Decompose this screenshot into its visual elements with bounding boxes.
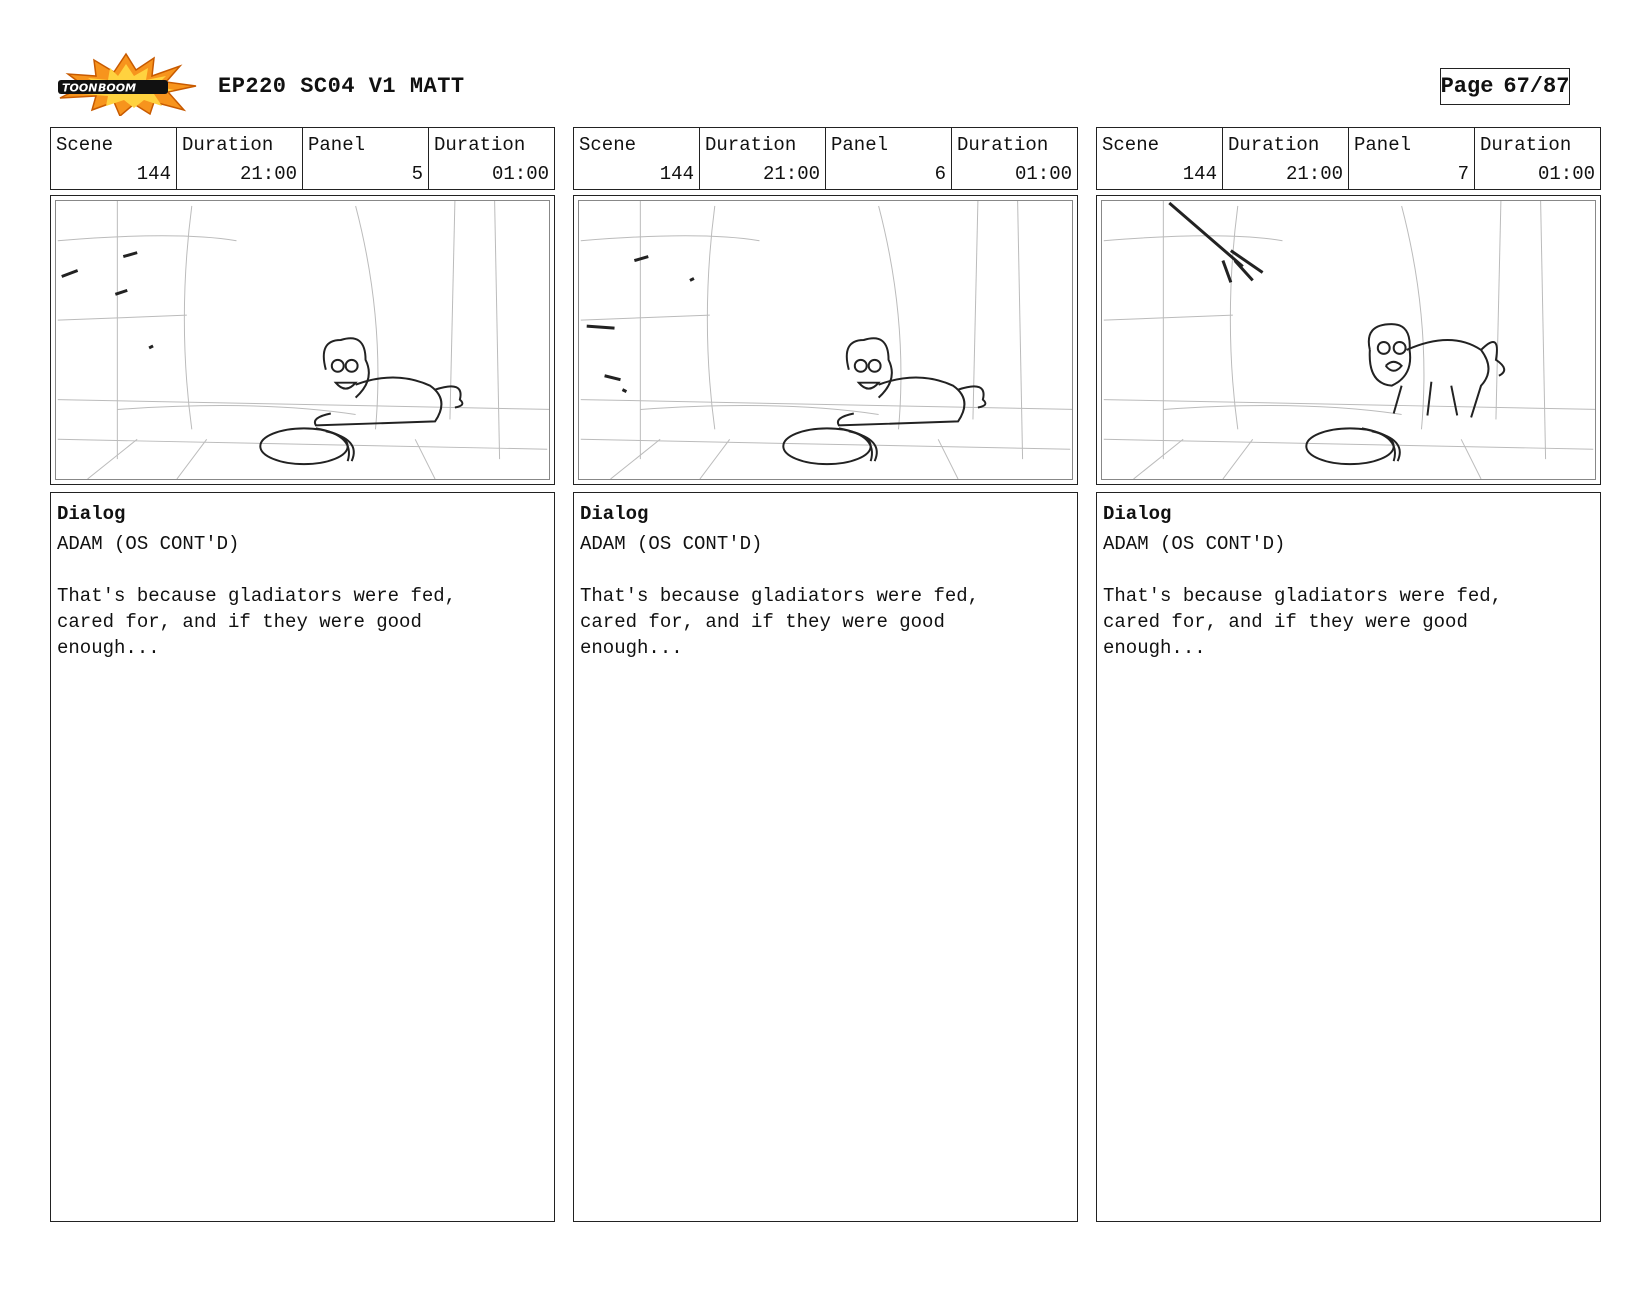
panel-drawing-frame — [50, 195, 555, 485]
page-value: 67/87 — [1503, 74, 1570, 99]
dialog-box: Dialog ADAM (OS CONT'D) That's because g… — [1096, 492, 1601, 1222]
character-name: ADAM (OS CONT'D) — [580, 533, 763, 555]
scene-cell: Scene 144 — [1097, 128, 1223, 189]
scene-label: Scene — [1102, 134, 1160, 156]
dialog-box: Dialog ADAM (OS CONT'D) That's because g… — [573, 492, 1078, 1222]
dialog-line: That's because gladiators were fed, — [580, 585, 980, 607]
scene-duration: 21:00 — [239, 163, 297, 185]
dialog-line: enough... — [1103, 637, 1206, 659]
panel-info-bar: Scene 144 Duration 21:00 Panel 7 Duration 01… — [1096, 127, 1601, 190]
duration-label: Duration — [1480, 134, 1572, 156]
duration-label: Duration — [705, 134, 797, 156]
character-name: ADAM (OS CONT'D) — [1103, 533, 1286, 555]
toonboom-logo: TOON BOOM — [58, 52, 197, 116]
scene-duration-cell: Duration 21:00 — [177, 128, 303, 189]
dialog-header: Dialog — [57, 503, 126, 525]
dialog-line: cared for, and if they were good — [57, 611, 422, 633]
panel-duration: 01:00 — [1537, 163, 1595, 185]
panel-label: Panel — [308, 134, 366, 156]
lion-sketch-drawing — [55, 200, 550, 480]
scene-cell: Scene 144 — [574, 128, 700, 189]
lion-trident-sketch-drawing — [1101, 200, 1596, 480]
panel-cell: Panel 5 — [303, 128, 429, 189]
duration-label: Duration — [434, 134, 526, 156]
dialog-line: cared for, and if they were good — [1103, 611, 1468, 633]
panel-label: Panel — [831, 134, 889, 156]
panel-number: 5 — [411, 163, 423, 185]
scene-cell: Scene 144 — [51, 128, 177, 189]
panel-cell: Panel 6 — [826, 128, 952, 189]
svg-text:BOOM: BOOM — [98, 82, 136, 95]
duration-label: Duration — [182, 134, 274, 156]
scene-number: 144 — [136, 163, 171, 185]
panel-number: 7 — [1457, 163, 1469, 185]
panel-drawing-frame — [573, 195, 1078, 485]
scene-duration-cell: Duration 21:00 — [1223, 128, 1349, 189]
scene-label: Scene — [579, 134, 637, 156]
lion-sketch-drawing — [578, 200, 1073, 480]
storyboard-panel-3: Scene 144 Duration 21:00 Panel 7 Duration 01… — [1096, 127, 1601, 1222]
panel-duration-cell: Duration 01:00 — [952, 128, 1077, 189]
dialog-line: That's because gladiators were fed, — [57, 585, 457, 607]
panel-duration: 01:00 — [491, 163, 549, 185]
dialog-header: Dialog — [580, 503, 649, 525]
scene-duration: 21:00 — [762, 163, 820, 185]
duration-label: Duration — [1228, 134, 1320, 156]
scene-label: Scene — [56, 134, 114, 156]
scene-duration: 21:00 — [1285, 163, 1343, 185]
panel-info-bar: Scene 144 Duration 21:00 Panel 6 Duration 01… — [573, 127, 1078, 190]
panel-info-bar: Scene 144 Duration 21:00 Panel 5 Duration 01… — [50, 127, 555, 190]
dialog-header: Dialog — [1103, 503, 1172, 525]
panel-duration-cell: Duration 01:00 — [429, 128, 554, 189]
panel-drawing-frame — [1096, 195, 1601, 485]
character-name: ADAM (OS CONT'D) — [57, 533, 240, 555]
panel-cell: Panel 7 — [1349, 128, 1475, 189]
panel-duration-cell: Duration 01:00 — [1475, 128, 1600, 189]
dialog-line: cared for, and if they were good — [580, 611, 945, 633]
duration-label: Duration — [957, 134, 1049, 156]
scene-number: 144 — [1182, 163, 1217, 185]
panel-duration: 01:00 — [1014, 163, 1072, 185]
storyboard-panel-2: Scene 144 Duration 21:00 Panel 6 Duration 01… — [573, 127, 1078, 1222]
scene-duration-cell: Duration 21:00 — [700, 128, 826, 189]
dialog-line: enough... — [580, 637, 683, 659]
page-label: Page — [1440, 74, 1494, 99]
dialog-line: enough... — [57, 637, 160, 659]
storyboard-title: EP220 SC04 V1 MATT — [218, 74, 465, 99]
svg-text:TOON: TOON — [62, 82, 97, 95]
dialog-box: Dialog ADAM (OS CONT'D) That's because g… — [50, 492, 555, 1222]
storyboard-panel-1: Scene 144 Duration 21:00 Panel 5 Duration 01… — [50, 127, 555, 1222]
scene-number: 144 — [659, 163, 694, 185]
panel-label: Panel — [1354, 134, 1412, 156]
panel-number: 6 — [934, 163, 946, 185]
page-indicator: Page 67/87 — [1440, 68, 1570, 105]
dialog-line: That's because gladiators were fed, — [1103, 585, 1503, 607]
